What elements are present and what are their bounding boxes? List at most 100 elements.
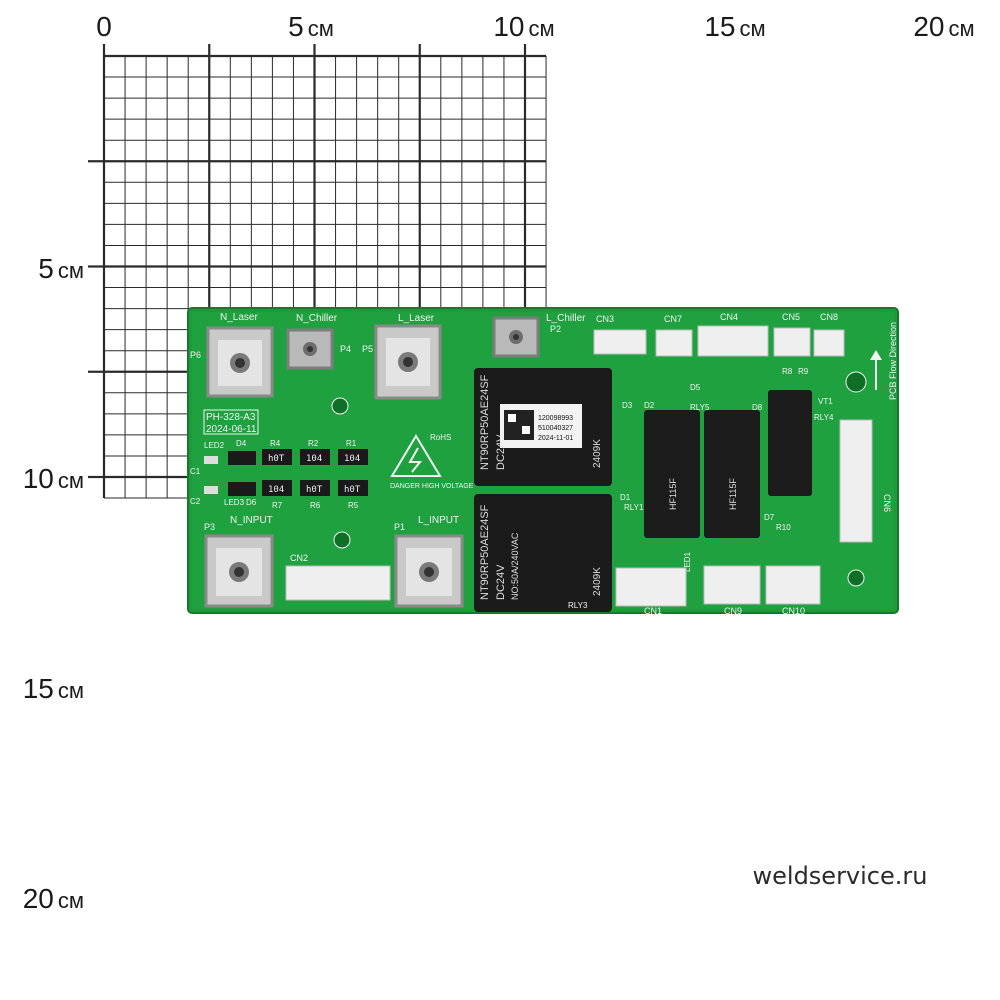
svg-text:RLY4: RLY4: [814, 413, 834, 422]
label-n-laser: N_Laser: [220, 312, 258, 323]
terminal-p1: [394, 534, 464, 608]
svg-text:R10: R10: [776, 523, 791, 532]
high-voltage-warning-icon: [390, 434, 442, 477]
connector-cn8: [813, 329, 845, 357]
connector-cn9: [703, 565, 761, 605]
svg-text:R7: R7: [272, 501, 283, 510]
svg-text:CN10: CN10: [782, 606, 805, 616]
connector-cn7: [655, 329, 693, 357]
svg-text:5см: 5см: [288, 11, 334, 42]
svg-text:P5: P5: [362, 344, 373, 354]
board-date: 2024-06-11: [206, 424, 257, 435]
svg-text:LED3: LED3: [224, 498, 245, 507]
board-model: PH-328-A3: [206, 412, 256, 423]
relay-small-1: HF115F: [644, 410, 700, 538]
svg-text:RLY1: RLY1: [624, 503, 644, 512]
svg-text:CN2: CN2: [290, 553, 308, 563]
terminal-p2: [492, 316, 540, 358]
svg-text:P6: P6: [190, 350, 201, 360]
svg-text:P3: P3: [204, 522, 215, 532]
relay-small-2: HF115F: [704, 410, 760, 538]
svg-text:D6: D6: [246, 498, 257, 507]
svg-text:P4: P4: [340, 344, 351, 354]
svg-text:D3: D3: [622, 401, 633, 410]
svg-text:CN7: CN7: [664, 314, 682, 324]
arrow-up-icon: [870, 350, 882, 390]
label-l-laser: L_Laser: [398, 313, 435, 324]
connector-cn1: [615, 567, 687, 607]
svg-text:NT90RP50AE24SF: NT90RP50AE24SF: [479, 374, 491, 470]
label-l-chiller: L_Chiller: [546, 313, 586, 324]
svg-text:D2: D2: [644, 401, 655, 410]
relay-sticker: 120098993 510040327 2024-11-01: [500, 404, 582, 448]
relay-rly4: [768, 390, 812, 496]
svg-text:2409K: 2409K: [592, 567, 603, 596]
svg-text:D8: D8: [752, 403, 763, 412]
svg-text:R6: R6: [310, 501, 321, 510]
svg-text:LED1: LED1: [683, 551, 692, 572]
svg-text:VT1: VT1: [818, 397, 833, 406]
svg-text:HF115F: HF115F: [668, 478, 678, 510]
rohs-mark: RoHS: [430, 433, 451, 442]
connector-cn3: [593, 329, 647, 355]
warning-text: DANGER HIGH VOLTAGE: [390, 483, 474, 490]
relay-rly3: NT90RP50AE24SF DC24V NO:50A/240VAC 2409K: [474, 494, 612, 612]
svg-text:CN5: CN5: [782, 312, 800, 322]
svg-text:R2: R2: [308, 439, 319, 448]
svg-text:104: 104: [268, 485, 284, 495]
svg-text:120098993: 120098993: [538, 415, 573, 422]
svg-text:R5: R5: [348, 501, 359, 510]
svg-text:2409K: 2409K: [592, 439, 603, 468]
connector-cn5: [773, 327, 811, 357]
svg-text:CN6: CN6: [882, 494, 892, 512]
svg-text:C1: C1: [190, 467, 201, 476]
svg-text:C2: C2: [190, 497, 201, 506]
svg-text:P2: P2: [550, 324, 561, 334]
connector-cn10: [765, 565, 821, 605]
svg-text:NO:50A/240VAC: NO:50A/240VAC: [510, 532, 520, 600]
svg-text:2024-11-01: 2024-11-01: [538, 435, 573, 442]
label-n-chiller: N_Chiller: [296, 313, 338, 324]
watermark: weldservice.ru: [753, 862, 928, 890]
svg-text:P1: P1: [394, 522, 405, 532]
terminal-p3: [204, 534, 274, 608]
x-label-0: 0: [96, 11, 112, 42]
svg-text:LED2: LED2: [204, 441, 225, 450]
label-n-input: N_INPUT: [230, 515, 273, 526]
svg-text:h0T: h0T: [268, 454, 285, 464]
svg-text:R8: R8: [782, 367, 793, 376]
resistor-bank: h0T 104 104 104 h0T h0T: [228, 449, 368, 496]
svg-text:0: 0: [96, 11, 112, 42]
connector-cn2: [285, 565, 391, 601]
svg-text:CN9: CN9: [724, 606, 742, 616]
svg-text:5см: 5см: [38, 253, 84, 284]
svg-text:D4: D4: [236, 439, 247, 448]
svg-text:104: 104: [344, 454, 360, 464]
svg-text:104: 104: [306, 454, 322, 464]
svg-text:CN8: CN8: [820, 312, 838, 322]
connector-cn6: [839, 419, 873, 543]
svg-text:CN1: CN1: [644, 606, 662, 616]
svg-text:RLY5: RLY5: [690, 403, 710, 412]
svg-text:R9: R9: [798, 367, 809, 376]
svg-text:HF115F: HF115F: [728, 478, 738, 510]
svg-text:DC24V: DC24V: [495, 564, 507, 600]
label-l-input: L_INPUT: [418, 515, 459, 526]
svg-text:D5: D5: [690, 383, 701, 392]
svg-text:NT90RP50AE24SF: NT90RP50AE24SF: [479, 504, 491, 600]
svg-text:h0T: h0T: [344, 485, 361, 495]
pcb-board: N_Laser N_Chiller L_Laser L_Chiller N_IN…: [187, 307, 899, 616]
svg-text:D1: D1: [620, 493, 631, 502]
terminal-p5: [374, 324, 442, 400]
svg-text:CN4: CN4: [720, 312, 738, 322]
svg-text:h0T: h0T: [306, 485, 323, 495]
svg-text:R1: R1: [346, 439, 357, 448]
